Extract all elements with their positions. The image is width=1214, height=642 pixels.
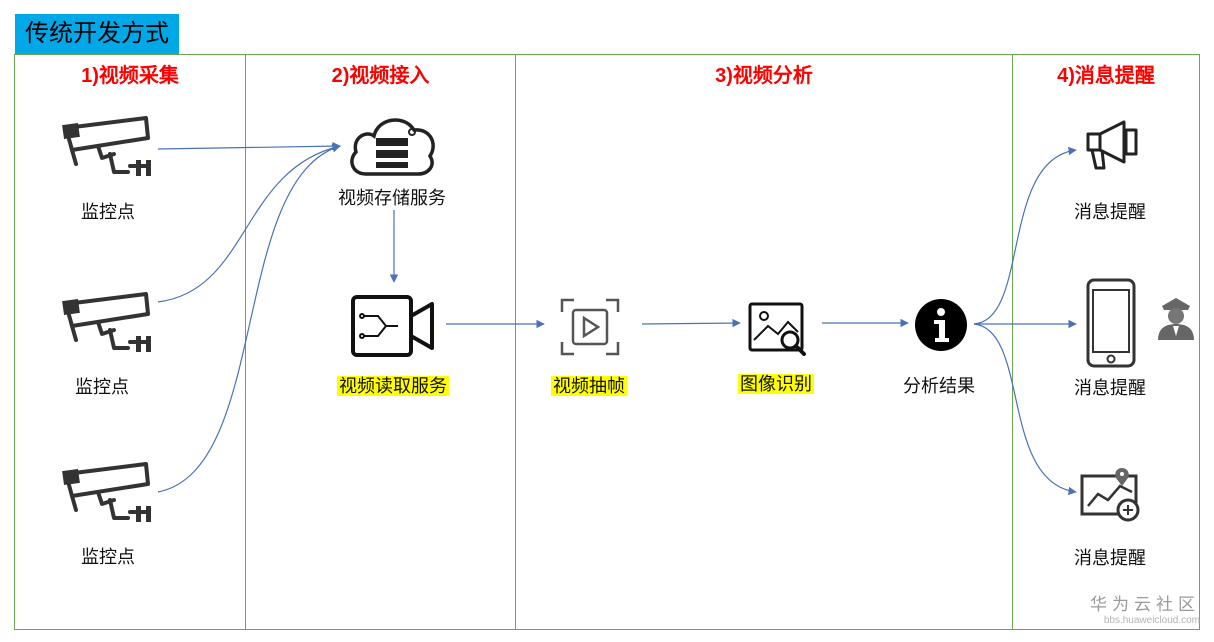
storage-label: 视频存储服务 — [338, 188, 446, 208]
security-camera-icon — [62, 462, 151, 522]
notify-label-3: 消息提醒 — [1074, 548, 1146, 568]
watermark: 华为云社区 bbs.huaweicloud.com — [1090, 590, 1200, 626]
video-frame-icon — [560, 298, 620, 356]
security-camera-icon — [62, 292, 151, 352]
reader-label: 视频读取服务 — [320, 372, 466, 398]
recognize-label-text: 图像识别 — [738, 374, 814, 394]
lane-title-access: 2)视频接入 — [331, 65, 430, 87]
smartphone-icon — [1086, 278, 1136, 368]
page-title: 传统开发方式 — [15, 14, 179, 54]
map-alert-icon — [1080, 468, 1140, 522]
info-icon — [915, 299, 967, 351]
reader-label-text: 视频读取服务 — [337, 376, 449, 396]
video-camera-icon — [351, 295, 434, 357]
lane-title-notify: 4)消息提醒 — [1057, 65, 1155, 87]
recognize-label: 图像识别 — [722, 370, 830, 396]
camera-label-1: 监控点 — [81, 202, 135, 222]
image-search-icon — [748, 302, 806, 356]
watermark-url: bbs.huaweicloud.com — [1103, 615, 1200, 626]
frame-label: 视频抽帧 — [534, 372, 644, 398]
security-camera-icon — [62, 116, 151, 176]
lane-title-capture: 1)视频采集 — [81, 65, 179, 87]
camera-label-2: 监控点 — [75, 377, 129, 397]
cloud-storage-icon — [350, 118, 435, 176]
camera-label-3: 监控点 — [81, 547, 135, 567]
notify-label-2: 消息提醒 — [1074, 378, 1146, 398]
notify-label-1: 消息提醒 — [1074, 202, 1146, 222]
megaphone-icon — [1086, 120, 1138, 170]
frame-label-text: 视频抽帧 — [551, 376, 627, 396]
lane-title-analysis: 3)视频分析 — [715, 65, 813, 87]
result-label: 分析结果 — [903, 376, 975, 396]
watermark-main: 华为云社区 — [1090, 595, 1200, 614]
security-guard-icon — [1158, 298, 1194, 340]
